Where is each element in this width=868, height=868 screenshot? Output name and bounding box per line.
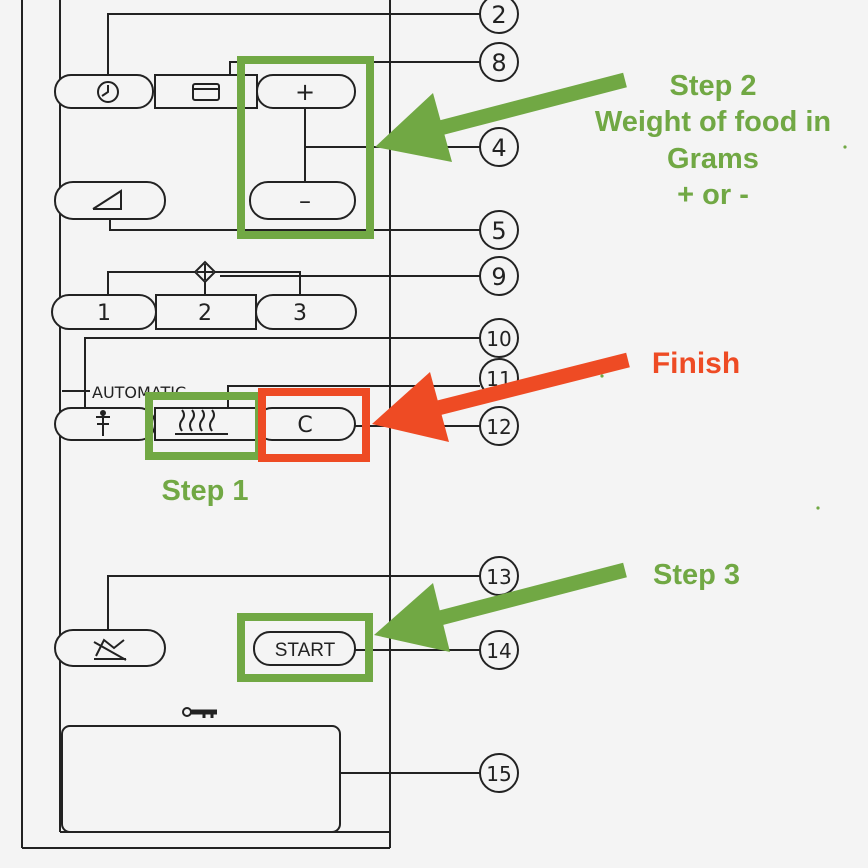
callout-9: 9	[479, 256, 519, 296]
callout-15-label: 15	[486, 762, 511, 786]
callout-2: 2	[479, 0, 519, 34]
key-2-label: 2	[198, 301, 212, 326]
callout-4-label: 4	[491, 134, 506, 162]
step1-annotation: Step 1	[161, 475, 249, 507]
callout-10: 10	[479, 318, 519, 358]
oven-icon	[192, 83, 220, 101]
step3-annotation: Step 3	[652, 559, 741, 591]
finish-arrow	[372, 352, 630, 442]
plus-label: +	[295, 78, 315, 106]
callout-5-label: 5	[491, 217, 506, 245]
start-highlight	[237, 613, 373, 682]
callout-9-label: 9	[491, 263, 506, 291]
clear-highlight	[258, 388, 370, 462]
key-1-label: 1	[97, 301, 111, 326]
defrost-icon	[96, 410, 110, 436]
callout-12-label: 12	[486, 415, 511, 439]
minus-button[interactable]: –	[249, 181, 356, 220]
timer-icon	[97, 81, 119, 103]
steam-button[interactable]	[154, 407, 257, 441]
child-lock-button[interactable]	[54, 629, 166, 667]
stray-dot	[843, 145, 847, 149]
stray-dot	[816, 506, 820, 510]
callout-15: 15	[479, 753, 519, 793]
timer-button[interactable]	[54, 74, 154, 109]
plus-button[interactable]: +	[256, 74, 356, 109]
key-icon	[182, 707, 217, 718]
clear-label: C	[297, 413, 312, 438]
key-3-label: 3	[293, 301, 307, 326]
plus-minus-highlight	[237, 56, 374, 239]
finish-annotation: Finish	[651, 347, 741, 380]
start-label: START	[275, 640, 336, 661]
minus-label: –	[299, 187, 311, 215]
callout-4: 4	[479, 127, 519, 167]
wedge-button[interactable]	[54, 181, 166, 220]
callout-8: 8	[479, 42, 519, 82]
leader-lines	[84, 13, 480, 774]
key-3-button[interactable]: 3	[255, 294, 357, 330]
steam-icon	[175, 409, 228, 435]
callout-12: 12	[479, 406, 519, 446]
step2-arrow	[375, 72, 627, 162]
callout-10-label: 10	[486, 327, 511, 351]
display-screen	[61, 725, 341, 833]
clear-button[interactable]: C	[255, 407, 356, 441]
callout-2-label: 2	[491, 1, 506, 29]
stray-dot	[600, 374, 604, 378]
callout-14-label: 14	[486, 639, 511, 663]
callout-13: 13	[479, 556, 519, 596]
step3-arrow	[374, 562, 627, 652]
diamond-icon	[193, 260, 217, 284]
child-lock-icon	[93, 638, 127, 661]
callout-8-label: 8	[491, 49, 506, 77]
step2-annotation: Step 2 Weight of food in Grams + or -	[594, 70, 832, 211]
callout-13-label: 13	[486, 565, 511, 589]
defrost-button[interactable]	[54, 407, 156, 441]
key-2-button[interactable]: 2	[155, 294, 257, 330]
wedge-icon	[92, 189, 122, 210]
callout-14: 14	[479, 630, 519, 670]
start-button[interactable]: START	[253, 631, 356, 666]
callout-5: 5	[479, 210, 519, 250]
key-1-button[interactable]: 1	[51, 294, 157, 330]
